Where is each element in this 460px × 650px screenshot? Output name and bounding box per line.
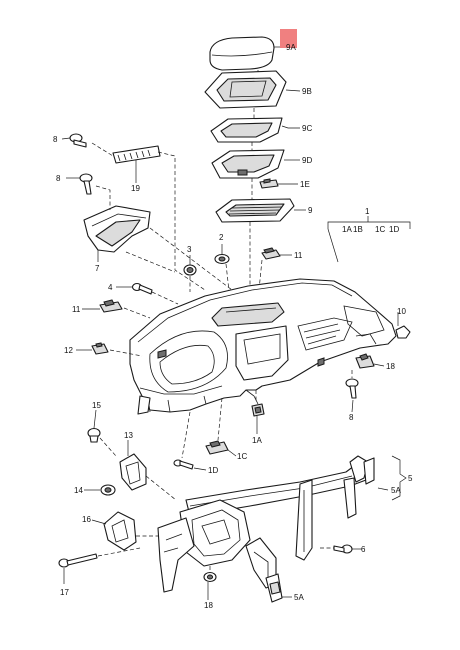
callout-1c-lower: 1C	[237, 452, 247, 461]
callout-2: 2	[219, 233, 224, 242]
callout-3: 3	[187, 245, 192, 254]
callout-9a: 9A	[286, 43, 296, 52]
grommet-part-18-lower[interactable]	[203, 571, 217, 583]
callout-6: 6	[361, 545, 366, 554]
callout-1b: 1B	[353, 225, 363, 234]
callout-5: 5	[408, 474, 413, 483]
callout-18-lower: 18	[204, 601, 213, 610]
screw-part-8-top[interactable]	[69, 133, 87, 148]
callout-1c: 1C	[375, 225, 385, 234]
callout-1e: 1E	[300, 180, 310, 189]
bracket-part-18-right[interactable]	[355, 353, 375, 369]
clip-part-15[interactable]	[87, 427, 101, 443]
bracket-part-7[interactable]	[83, 205, 151, 253]
callout-13: 13	[124, 431, 133, 440]
grommet-part-3[interactable]	[183, 264, 197, 276]
callout-1a: 1A	[342, 225, 352, 234]
screw-part-8-mid[interactable]	[79, 173, 93, 195]
callout-4: 4	[108, 283, 113, 292]
clip-part-1e[interactable]	[259, 178, 279, 189]
screw-part-8-right[interactable]	[345, 378, 359, 399]
callout-9d: 9D	[302, 156, 312, 165]
clip-part-11-top[interactable]	[261, 247, 281, 260]
cover-cap-part-9a[interactable]	[209, 36, 275, 71]
cross-member-part-5[interactable]	[157, 455, 375, 603]
screw-part-6[interactable]	[333, 544, 353, 554]
bracket-part-16[interactable]	[103, 511, 137, 551]
callout-11-top: 11	[294, 251, 303, 260]
bracket-part-13[interactable]	[119, 453, 147, 491]
clip-part-11-left[interactable]	[99, 299, 123, 313]
callout-9: 9	[308, 206, 313, 215]
callout-12: 12	[64, 346, 73, 355]
callout-5a-lower: 5A	[294, 593, 304, 602]
trim-part-9d[interactable]	[211, 149, 285, 179]
screw-part-4[interactable]	[131, 282, 153, 295]
callout-15: 15	[92, 401, 101, 410]
callout-9b: 9B	[302, 87, 312, 96]
callout-18-right: 18	[386, 362, 395, 371]
screw-part-17[interactable]	[58, 553, 98, 568]
callout-8-mid: 8	[56, 174, 61, 183]
frame-part-9b[interactable]	[204, 70, 287, 109]
clip-part-12[interactable]	[91, 342, 109, 355]
grommet-part-14[interactable]	[100, 484, 116, 496]
callout-8-right: 8	[349, 413, 354, 422]
trim-part-9c[interactable]	[210, 117, 283, 143]
callout-11-left: 11	[72, 305, 81, 314]
cover-part-9[interactable]	[215, 198, 295, 223]
clip-part-1a[interactable]	[251, 403, 265, 417]
callout-5a: 5A	[391, 486, 401, 495]
plug-part-10[interactable]	[395, 325, 411, 339]
grommet-part-2[interactable]	[214, 253, 230, 265]
callout-7: 7	[95, 264, 100, 273]
callout-1a-lower: 1A	[252, 436, 262, 445]
screw-part-1d[interactable]	[173, 459, 194, 470]
callout-9c: 9C	[302, 124, 312, 133]
callout-10: 10	[397, 307, 406, 316]
callout-19: 19	[131, 184, 140, 193]
callout-17: 17	[60, 588, 69, 597]
clip-part-1c[interactable]	[205, 440, 229, 455]
callout-8-top: 8	[53, 135, 58, 144]
callout-9a-highlight	[280, 29, 297, 48]
callout-1d: 1D	[389, 225, 399, 234]
callout-14: 14	[74, 486, 83, 495]
dashboard-part-1[interactable]	[129, 278, 397, 415]
callout-1d-lower: 1D	[208, 466, 218, 475]
callout-1: 1	[365, 207, 370, 216]
callout-16: 16	[82, 515, 91, 524]
bracket-part-19[interactable]	[112, 145, 161, 164]
